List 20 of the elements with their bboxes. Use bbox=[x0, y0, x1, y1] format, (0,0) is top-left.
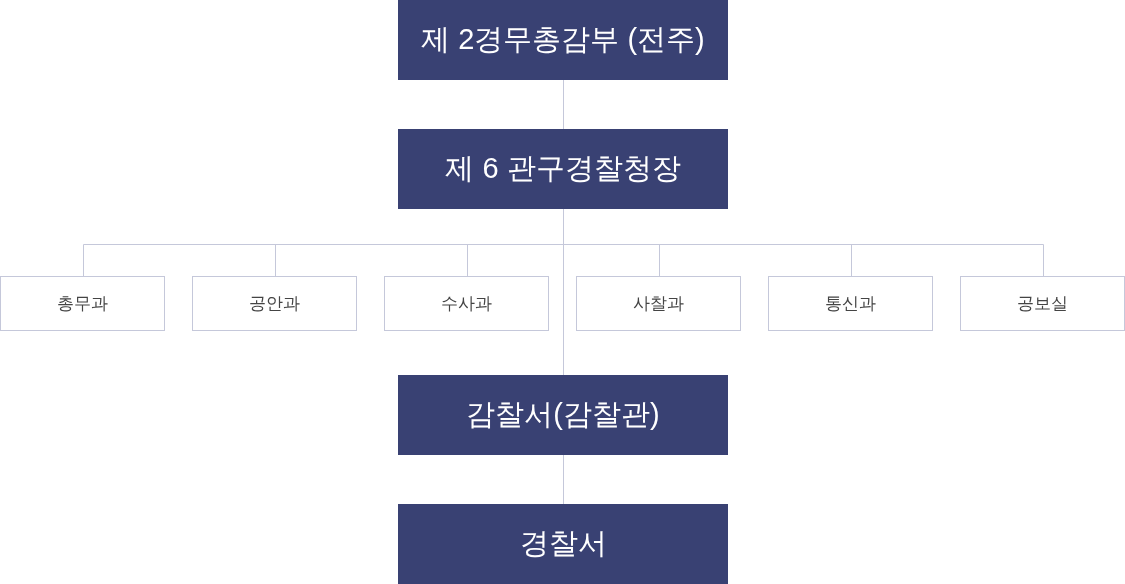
connector-line bbox=[275, 244, 276, 277]
connector-line bbox=[563, 454, 564, 505]
connector-line bbox=[563, 244, 564, 376]
department-box: 사찰과 bbox=[576, 276, 741, 331]
connector-line bbox=[467, 244, 468, 277]
connector-line bbox=[83, 208, 1044, 245]
connector-line bbox=[563, 79, 564, 130]
organization-box: 제 6 관구경찰청장 bbox=[398, 129, 728, 209]
organization-box: 제 2경무총감부 (전주) bbox=[398, 0, 728, 80]
connector-line bbox=[83, 244, 84, 277]
department-box: 총무과 bbox=[0, 276, 165, 331]
department-box: 공안과 bbox=[192, 276, 357, 331]
organization-box: 감찰서(감찰관) bbox=[398, 375, 728, 455]
connector-line bbox=[851, 244, 852, 277]
department-box: 수사과 bbox=[384, 276, 549, 331]
department-box: 공보실 bbox=[960, 276, 1125, 331]
organization-box: 경찰서 bbox=[398, 504, 728, 584]
department-box: 통신과 bbox=[768, 276, 933, 331]
connector-line bbox=[1043, 244, 1044, 277]
connector-line bbox=[659, 244, 660, 277]
